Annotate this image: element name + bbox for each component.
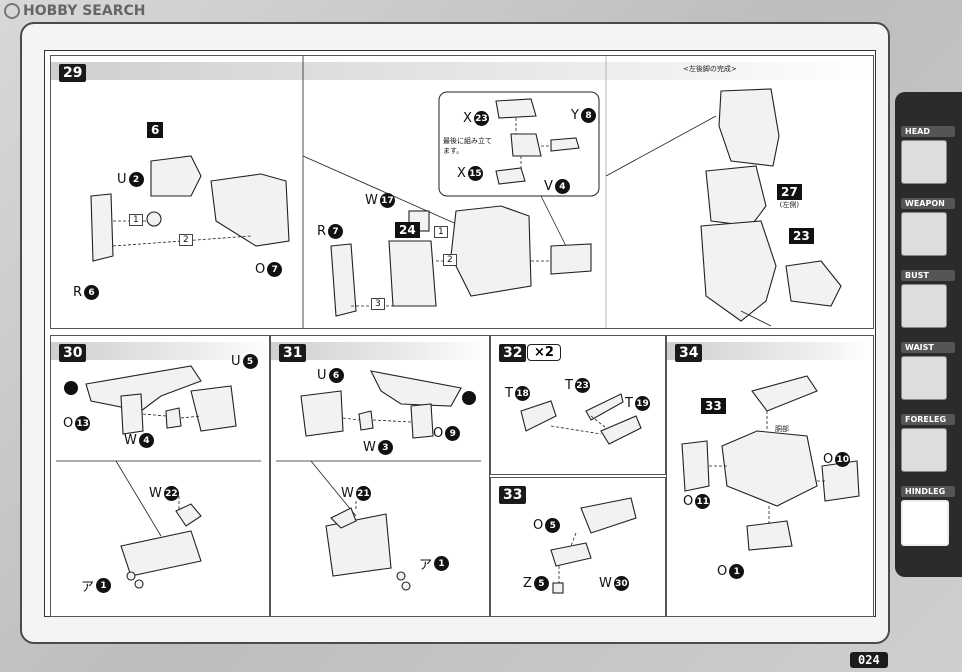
step-34-diagram bbox=[681, 375, 860, 551]
part-label-6: 6 bbox=[147, 122, 164, 138]
head-icon bbox=[901, 140, 947, 184]
tab-bust[interactable]: BUST bbox=[901, 270, 955, 336]
hindleg-icon bbox=[901, 500, 949, 546]
step-number: 31 bbox=[279, 344, 307, 362]
completed-caption: <左後脚の完成> bbox=[683, 65, 737, 73]
quantity-multiplier: ×2 bbox=[527, 344, 561, 361]
tab-head[interactable]: HEAD bbox=[901, 126, 955, 192]
sequence-1: 1 bbox=[129, 214, 143, 226]
step-31-diagram bbox=[276, 370, 481, 591]
bust-icon bbox=[901, 284, 947, 328]
logo-ring-icon bbox=[4, 3, 20, 19]
step-30-diagram bbox=[56, 365, 261, 589]
step-header-bar bbox=[667, 342, 873, 360]
step-number: 34 bbox=[675, 344, 703, 362]
waist-icon bbox=[901, 356, 947, 400]
step-number: 32 bbox=[499, 344, 527, 362]
tab-label: HEAD bbox=[901, 126, 955, 137]
tab-label: WAIST bbox=[901, 342, 955, 353]
sequence-3: 3 bbox=[371, 298, 385, 310]
tab-waist[interactable]: WAIST bbox=[901, 342, 955, 408]
tab-label: WEAPON bbox=[901, 198, 955, 209]
step-header-bar bbox=[51, 62, 873, 80]
tab-foreleg[interactable]: FORELEG bbox=[901, 414, 955, 480]
step-header-bar bbox=[51, 342, 269, 360]
page-number: 024 bbox=[850, 652, 888, 668]
sequence-1-b: 1 bbox=[434, 226, 448, 238]
body-label: 胴部 bbox=[775, 425, 789, 433]
tab-weapon[interactable]: WEAPON bbox=[901, 198, 955, 264]
foreleg-icon bbox=[901, 428, 947, 472]
sequence-2: 2 bbox=[179, 234, 193, 246]
assembly-note: 最後に組み立てます。 bbox=[443, 137, 492, 155]
step-29-diagram bbox=[90, 56, 842, 328]
sequence-2-b: 2 bbox=[443, 254, 457, 266]
step-number: 29 bbox=[59, 64, 87, 82]
part-label-23: 23 bbox=[789, 228, 814, 244]
tab-label: BUST bbox=[901, 270, 955, 281]
section-sidebar: HEAD WEAPON BUST WAIST FORELEG HINDLEG bbox=[895, 92, 962, 577]
step-header-bar bbox=[271, 342, 489, 360]
tab-label: FORELEG bbox=[901, 414, 955, 425]
hobby-search-watermark: HOBBY SEARCH bbox=[4, 3, 145, 19]
step-number: 33 bbox=[499, 486, 527, 504]
step-29-panel: 29 bbox=[50, 55, 874, 329]
step-number: 30 bbox=[59, 344, 87, 362]
tab-hindleg[interactable]: HINDLEG bbox=[901, 486, 955, 552]
weapon-icon bbox=[901, 212, 947, 256]
step-32-diagram bbox=[520, 393, 642, 445]
part-label-33: 33 bbox=[701, 398, 726, 414]
tab-label: HINDLEG bbox=[901, 486, 955, 497]
part-label-27: 27(左側) bbox=[777, 184, 802, 210]
brand-text: HOBBY SEARCH bbox=[23, 3, 146, 19]
step-33-diagram bbox=[550, 497, 637, 594]
part-label-24: 24 bbox=[395, 222, 420, 238]
